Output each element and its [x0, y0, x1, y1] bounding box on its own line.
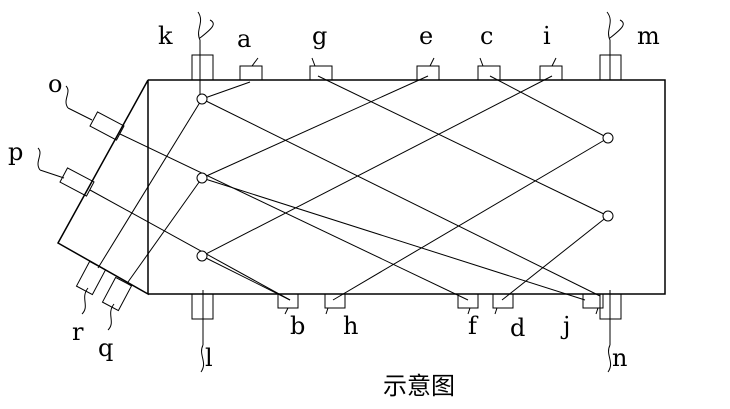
clamp-a — [239, 57, 263, 80]
fixture-o — [89, 111, 125, 141]
label-g: g — [312, 22, 327, 50]
node-3 — [196, 250, 208, 262]
cable-m — [606, 11, 624, 41]
fixture-r — [75, 260, 107, 296]
label-f: f — [468, 312, 479, 340]
fixture-p — [59, 167, 95, 197]
line-q-node2 — [127, 177, 203, 283]
line-p-b — [89, 189, 291, 301]
rod-o — [67, 107, 93, 121]
rod-p — [39, 169, 65, 179]
line-c-node4 — [489, 75, 609, 139]
cable-n — [607, 344, 612, 373]
cable-r — [81, 287, 89, 315]
node-5 — [602, 210, 614, 222]
label-k: k — [158, 22, 173, 50]
line-g-node5 — [317, 75, 609, 217]
label-b: b — [290, 312, 305, 340]
label-a: a — [237, 25, 251, 53]
left-housing — [56, 79, 149, 296]
label-r: r — [72, 318, 84, 346]
clamp-f — [457, 294, 479, 315]
label-q: q — [98, 334, 113, 362]
clamp-j — [582, 294, 604, 315]
clamp-c — [477, 57, 501, 80]
cable-o — [65, 85, 69, 109]
label-h: h — [343, 312, 358, 340]
line-a-node1 — [201, 81, 251, 100]
label-p: p — [8, 138, 23, 166]
fixture-q — [101, 276, 133, 312]
clamp-d — [492, 294, 514, 315]
label-j: j — [560, 312, 570, 340]
cable-k — [197, 11, 214, 41]
line-e-node2 — [201, 75, 429, 179]
line-o-f — [119, 133, 469, 301]
node-2 — [196, 172, 208, 184]
node-4 — [602, 132, 614, 144]
clamp-i — [539, 57, 563, 80]
label-c: c — [480, 22, 493, 50]
clamp-b — [277, 294, 299, 315]
label-d: d — [510, 314, 525, 342]
label-m: m — [637, 22, 660, 50]
line-node2-j — [201, 177, 586, 301]
label-o: o — [48, 70, 62, 98]
clamp-e — [416, 57, 440, 80]
label-e: e — [419, 22, 433, 50]
line-node3-b — [201, 255, 291, 301]
clamp-h — [324, 294, 346, 315]
cable-p — [37, 147, 41, 171]
clamp-g — [309, 57, 333, 80]
line-node4-h — [332, 137, 609, 301]
cable-l — [200, 344, 205, 373]
line-node1-n — [201, 98, 601, 297]
cable-q — [107, 303, 115, 331]
diagram-caption: 示意图 — [383, 372, 455, 400]
main-frame — [148, 79, 666, 295]
line-r-node1 — [97, 98, 203, 269]
node-1 — [196, 93, 208, 105]
line-node5-d — [501, 215, 609, 301]
label-l: l — [205, 344, 213, 372]
label-i: i — [543, 22, 551, 50]
line-i-node3 — [201, 75, 553, 257]
fixture-k — [191, 54, 214, 81]
label-n: n — [612, 344, 627, 372]
